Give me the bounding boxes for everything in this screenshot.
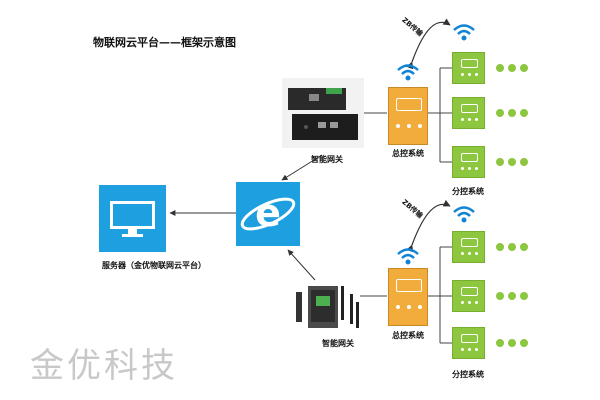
sub-system-box: [452, 52, 485, 84]
sub-control-top-label: 分控系统: [452, 187, 484, 196]
sub-screen: [461, 104, 478, 113]
main-control-top-box: [388, 87, 428, 145]
diagram-title: 物联网云平台——框架示意图: [93, 36, 236, 49]
main-control-top-label: 总控系统: [392, 149, 424, 158]
sub-dots: [461, 118, 478, 121]
ie-browser-icon: e: [240, 191, 296, 235]
server-icon-box: [99, 185, 166, 252]
computer-monitor-icon: [110, 201, 155, 237]
gateway-device-icon-bottom: [296, 286, 359, 328]
ellipsis-dots: [496, 64, 528, 72]
ellipsis-dots: [496, 243, 528, 251]
wifi-icon: [397, 64, 419, 81]
sub-system-box: [452, 97, 485, 129]
browser-icon-box: e: [236, 182, 300, 246]
zb-arc-top: [406, 18, 451, 70]
arrow-bottom-gateway-to-browser: [287, 249, 316, 281]
sub-screen: [461, 153, 478, 162]
main-control-bottom-box: [388, 268, 428, 326]
gateway-bottom-photo: [294, 280, 366, 336]
sub-dots: [461, 301, 478, 304]
ellipsis-dots: [496, 292, 528, 300]
gateway-bottom-label: 智能网关: [322, 339, 354, 348]
controller-screen: [396, 98, 422, 111]
watermark-text: 金优科技: [30, 346, 178, 386]
sub-system-box: [452, 280, 485, 312]
zb-arc-bottom: [406, 199, 451, 253]
controller-screen: [396, 279, 422, 292]
wifi-icon: [397, 248, 419, 265]
wifi-icon: [453, 24, 475, 41]
sub-dots: [461, 252, 478, 255]
server-label: 服务器（金优物联网云平台）: [102, 261, 206, 270]
sub-screen: [461, 334, 478, 343]
sub-screen: [461, 287, 478, 296]
sub-dots: [461, 73, 478, 76]
sub-dots: [461, 167, 478, 170]
wifi-icon: [453, 206, 475, 223]
sub-screen: [461, 238, 478, 247]
gateway-top-photo: [282, 78, 364, 148]
arrow-gateway-to-browser: [281, 154, 323, 181]
ellipsis-dots: [496, 339, 528, 347]
sub-system-box: [452, 327, 485, 359]
sub-dots: [461, 348, 478, 351]
ellipsis-dots: [496, 109, 528, 117]
gateway-top-label: 智能网关: [311, 155, 343, 164]
sub-system-box: [452, 146, 485, 178]
gateway-device-icon: [288, 88, 358, 140]
sub-system-box: [452, 231, 485, 263]
controller-dots: [396, 305, 422, 309]
main-control-bottom-label: 总控系统: [392, 331, 424, 340]
sub-screen: [461, 59, 478, 68]
ellipsis-dots: [496, 158, 528, 166]
sub-control-bottom-label: 分控系统: [452, 370, 484, 379]
controller-dots: [396, 124, 422, 128]
svg-text:e: e: [255, 191, 281, 235]
